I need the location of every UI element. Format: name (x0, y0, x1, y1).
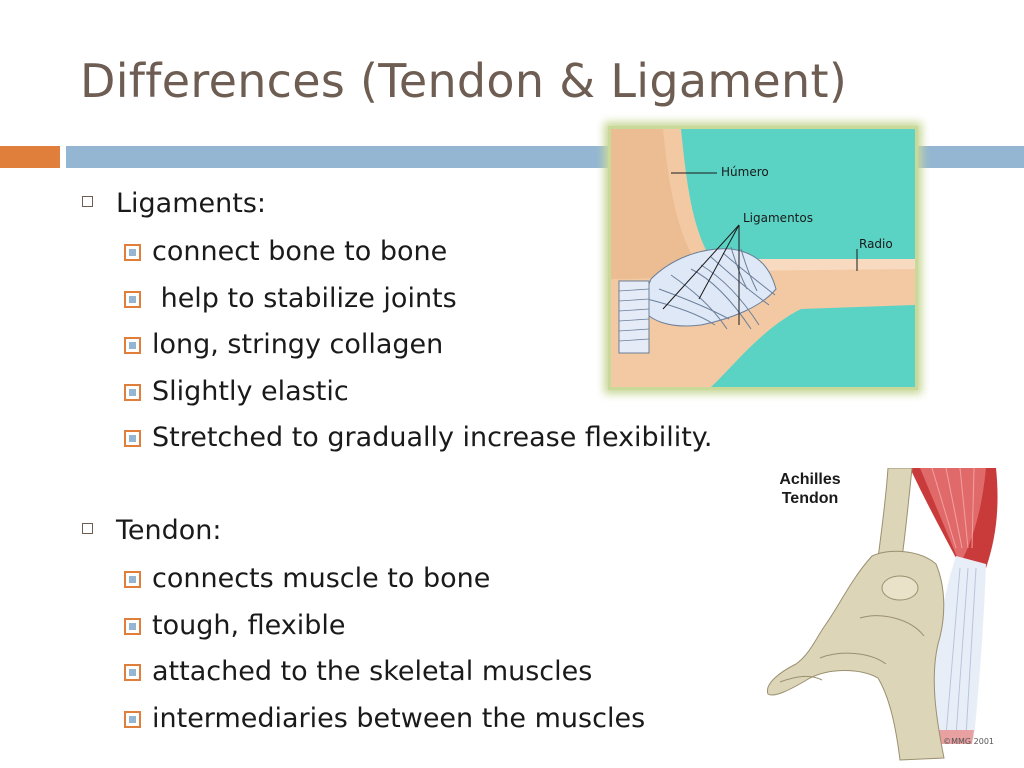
heading-text: Tendon: (116, 514, 222, 546)
copyright-text: ©MMG 2001 (943, 737, 994, 746)
sub-bullet: Slightly elastic (82, 370, 842, 417)
sub-bullet: connect bone to bone (82, 230, 842, 277)
bullet-list: Ligaments: connect bone to bone help to … (82, 184, 842, 743)
square-bullet-icon (124, 244, 141, 261)
bullet-heading-ligaments: Ligaments: (82, 184, 842, 230)
bullet-heading-tendon: Tendon: (82, 511, 842, 557)
sub-bullet: connects muscle to bone (82, 557, 842, 604)
sub-bullet-text: tough, flexible (152, 609, 346, 641)
achilles-tendon-image: Achilles Tendon ©MMG 2001 (760, 468, 1024, 768)
sub-bullet: intermediaries between the muscles (82, 697, 842, 744)
sub-bullet-text: attached to the skeletal muscles (152, 656, 593, 688)
heading-text: Ligaments: (116, 188, 267, 219)
slide-title: Differences (Tendon & Ligament) (80, 54, 848, 108)
sub-bullet: help to stabilize joints (82, 277, 842, 324)
sub-bullet: long, stringy collagen (82, 323, 842, 370)
sub-bullet-text: long, stringy collagen (152, 329, 444, 361)
sub-bullet-text: Slightly elastic (152, 375, 349, 407)
achilles-illustration (766, 468, 998, 761)
label-humerus: Húmero (721, 165, 769, 179)
achilles-label: Achilles Tendon (762, 470, 858, 508)
sub-bullet-text: help to stabilize joints (152, 282, 457, 314)
square-bullet-icon (124, 383, 141, 401)
achilles-label-line2: Tendon (781, 490, 839, 507)
square-bullet-icon (124, 617, 141, 635)
sub-bullet: Stretched to gradually increase flexibil… (82, 416, 842, 463)
sub-bullet-text: intermediaries between the muscles (152, 702, 646, 734)
label-radius: Radio (859, 237, 893, 251)
hollow-square-bullet-icon (82, 522, 93, 534)
square-bullet-icon (124, 430, 141, 448)
square-bullet-icon (124, 337, 141, 355)
elbow-ligament-image: Húmero Ligamentos Radio (608, 126, 918, 390)
sub-bullet-text: connect bone to bone (152, 236, 448, 267)
achilles-label-line1: Achilles (779, 471, 841, 488)
square-bullet-icon (124, 290, 141, 308)
sub-bullet: tough, flexible (82, 604, 842, 651)
label-ligaments: Ligamentos (743, 211, 813, 225)
sub-bullet-text: connects muscle to bone (152, 562, 491, 594)
hollow-square-bullet-icon (82, 196, 93, 207)
accent-bar-orange (0, 146, 60, 168)
square-bullet-icon (124, 710, 141, 728)
sub-bullet: attached to the skeletal muscles (82, 650, 842, 697)
elbow-illustration (611, 129, 915, 387)
sub-bullet-text: Stretched to gradually increase flexibil… (152, 422, 713, 454)
square-bullet-icon (124, 570, 141, 588)
square-bullet-icon (124, 664, 141, 682)
